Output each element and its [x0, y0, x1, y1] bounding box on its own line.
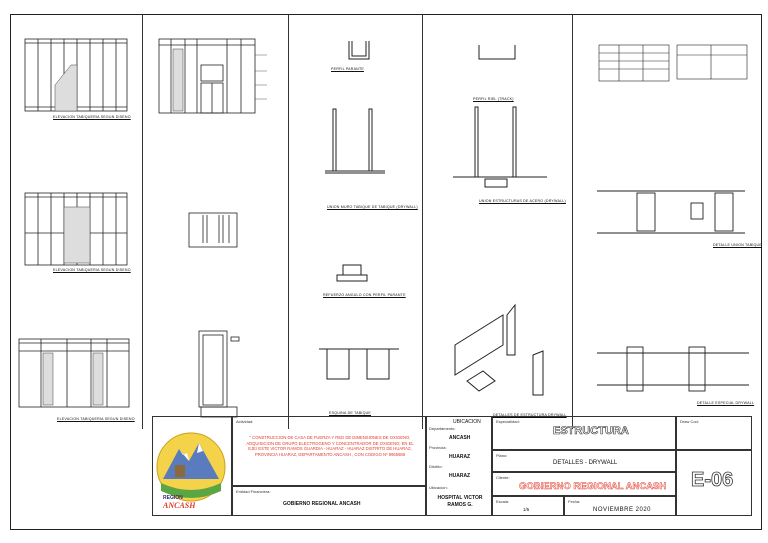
column-profile-details: PERFIL PARANTE UNION MURO TABIQUE DE TAB…: [289, 15, 423, 429]
title-block: REGION ANCASH Actividad: " CONSTRUCCION …: [152, 416, 752, 516]
plano-label: Plano:: [496, 453, 508, 458]
ubicacion-value: HOSPITAL VICTOR RAMOS G.: [437, 495, 483, 508]
esquina-label: ESQUINA DE TABIQUE: [329, 411, 372, 415]
draw-code-label: Draw Cod:: [680, 419, 699, 424]
draw-code-cell: Draw Cod:: [676, 416, 752, 450]
fecha-cell: Fecha: NOVIEMBRE 2020: [564, 496, 676, 516]
sheet-code-cell: E-06: [676, 450, 752, 516]
track-detail-drawing: [453, 45, 547, 396]
elevation-label-2: ELEVACION TABIQUERIA SEGUN DISENO: [53, 268, 131, 272]
sheet-code: E-06: [691, 469, 734, 492]
distrito-label: Distrito:: [429, 464, 443, 469]
ubicacion-title: UBICACION: [453, 419, 481, 425]
detalle-especial-label: DETALLE ESPECIAL DRYWALL: [697, 401, 755, 405]
perfil-parante-label: PERFIL PARANTE: [331, 67, 364, 71]
escala-cell: Escala: 1/5: [492, 496, 564, 516]
fecha-value: NOVIEMBRE 2020: [593, 507, 652, 513]
financiera-value: GOBIERNO REGIONAL ANCASH: [283, 501, 361, 507]
column-plan-details: DETALLE UNION TABIQUE DETALLE ESPECIAL D…: [573, 15, 763, 429]
detalle-isometrico-label: DETALLES DE ESTRUCTURA DRYWALL: [493, 413, 567, 417]
especialidad-value: ESTRUCTURA: [553, 425, 629, 438]
actividad-text: " CONSTRUCCION DE CASA DE FUERZA Y RED D…: [246, 435, 414, 457]
profile-detail-drawing: [319, 41, 399, 380]
elevation-drawing-2: [158, 38, 267, 418]
actividad-cell: Actividad: " CONSTRUCCION DE CASA DE FUE…: [232, 416, 426, 486]
escala-value: 1/5: [523, 507, 530, 512]
union-estructura-label: UNION ESTRUCTURAS DE ACERO (DRYWALL): [479, 199, 566, 203]
especialidad-label: Especialidad:: [496, 419, 520, 424]
logo-brand: ANCASH: [163, 501, 196, 510]
elevation-drawing-1: [18, 38, 130, 408]
cliente-label: Cliente:: [496, 475, 510, 480]
fecha-label: Fecha:: [568, 499, 581, 504]
mountain-emblem-icon: [156, 432, 226, 502]
column-elevations-right: [143, 15, 289, 429]
actividad-label: Actividad:: [236, 419, 254, 424]
perfil-riel-label: PERFIL RIEL (TRACK): [473, 97, 514, 101]
column-elevations-left: ELEVACION TABIQUERIA SEGUN DISENO ELEVAC…: [11, 15, 143, 429]
cliente-value: GOBIERNO REGIONAL ANCASH: [519, 481, 667, 493]
financiera-label: Entidad Financiera:: [236, 489, 271, 494]
drawing-sheet: ELEVACION TABIQUERIA SEGUN DISENO ELEVAC…: [10, 14, 762, 530]
column-track-details: PERFIL RIEL (TRACK) UNION ESTRUCTURAS DE…: [423, 15, 573, 429]
cliente-cell: Cliente: GOBIERNO REGIONAL ANCASH: [492, 472, 676, 496]
especialidad-cell: Especialidad: ESTRUCTURA: [492, 416, 676, 450]
ubicacion-cell: UBICACION Departamento: ANCASH Provincia…: [426, 416, 492, 516]
departamento-value: ANCASH: [449, 435, 471, 441]
ubicacion-value-label: Ubicacion:: [429, 485, 448, 490]
departamento-label: Departamento:: [429, 426, 456, 431]
plan-detail-drawing: [597, 44, 749, 392]
escala-label: Escala:: [496, 499, 510, 504]
distrito-value: HUARAZ: [449, 473, 471, 479]
region-logo: REGION ANCASH: [152, 416, 232, 516]
elevation-label-1: ELEVACION TABIQUERIA SEGUN DISENO: [53, 115, 131, 119]
elevation-label-3: ELEVACION TABIQUERIA SEGUN DISENO: [57, 417, 135, 421]
logo-text: REGION: [163, 495, 183, 501]
plano-value: DETALLES - DRYWALL: [553, 460, 618, 466]
provincia-label: Provincia:: [429, 445, 447, 450]
union-tabique-label: UNION MURO TABIQUE DE TABIQUE (DRYWALL): [327, 205, 418, 209]
financiera-cell: Entidad Financiera: GOBIERNO REGIONAL AN…: [232, 486, 426, 516]
plano-cell: Plano: DETALLES - DRYWALL: [492, 450, 676, 472]
refuerzo-label: REFUERZO ANGULO CON PERFIL PARANTE: [323, 293, 406, 297]
provincia-value: HUARAZ: [449, 454, 471, 460]
detalle-union-label: DETALLE UNION TABIQUE: [713, 243, 762, 247]
